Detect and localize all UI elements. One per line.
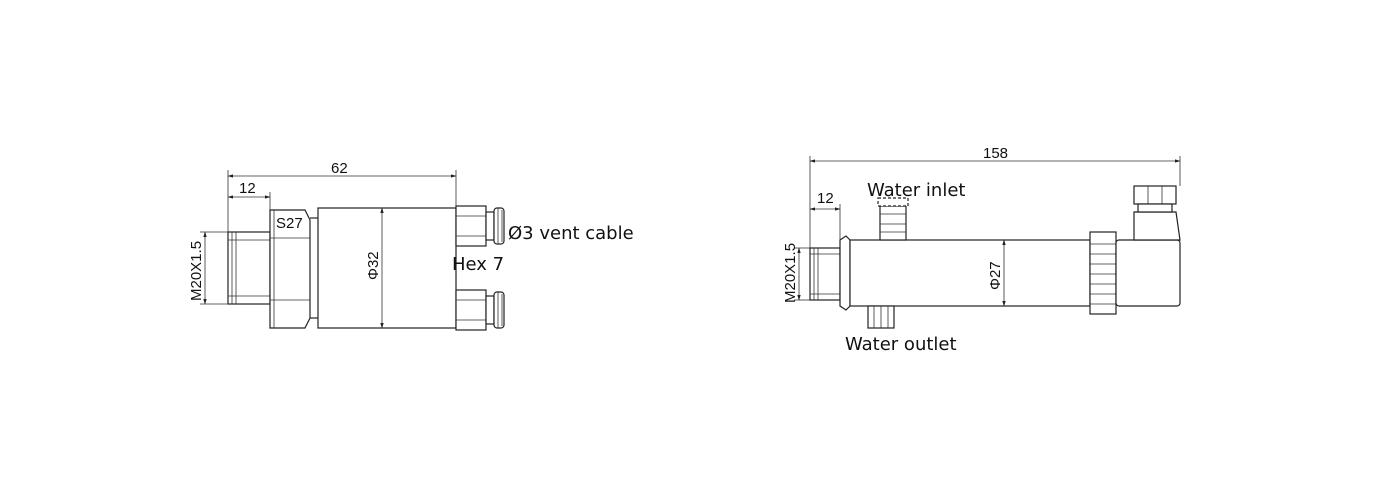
left-dim-overall: 62 [331, 160, 348, 177]
left-dim-12: 12 [227, 180, 271, 210]
right-dim-overall: 158 [983, 145, 1008, 162]
right-sensor-view: 158 12 M20X1.5 Φ27 Water inlet Water out… [782, 145, 1181, 355]
right-dim-thread-length: 12 [817, 190, 834, 207]
right-thread-spec: M20X1.5 [782, 243, 799, 303]
right-dim-158: 158 [809, 145, 1181, 248]
left-vent-fitting-top [455, 205, 505, 247]
right-thread [809, 247, 841, 301]
right-water-outlet-label: Water outlet [845, 334, 957, 355]
left-dim-thread: M20X1.5 [188, 231, 228, 305]
right-dim-thread: M20X1.5 [782, 243, 810, 303]
right-knurled-nut [1089, 231, 1117, 315]
left-body-diameter: Φ32 [365, 251, 382, 280]
right-dim-diameter: Φ27 [987, 239, 1006, 307]
left-hex-label: S27 [276, 215, 303, 232]
right-flange [839, 235, 851, 311]
right-body [849, 239, 1091, 307]
left-dim-62: 62 [227, 160, 457, 232]
left-dim-diameter: Φ32 [365, 207, 384, 329]
right-connector-housing [1115, 185, 1181, 307]
right-water-inlet-fitting [877, 197, 909, 241]
left-hex-small-label: Hex 7 [452, 254, 504, 275]
left-sensor-view: 62 12 M20X1.5 S27 Φ32 Ø3 vent cable Hex … [188, 160, 634, 331]
left-vent-cable-label: Ø3 vent cable [508, 223, 634, 244]
left-body [317, 207, 457, 329]
right-body-diameter: Φ27 [987, 261, 1004, 290]
left-thread [227, 231, 271, 305]
left-thread-spec: M20X1.5 [188, 241, 205, 301]
right-dim-12: 12 [809, 190, 841, 240]
left-vent-fitting-bottom [455, 289, 505, 331]
right-water-inlet-label: Water inlet [867, 180, 965, 201]
right-water-outlet-fitting [867, 305, 895, 329]
left-dim-thread-length: 12 [239, 180, 256, 197]
